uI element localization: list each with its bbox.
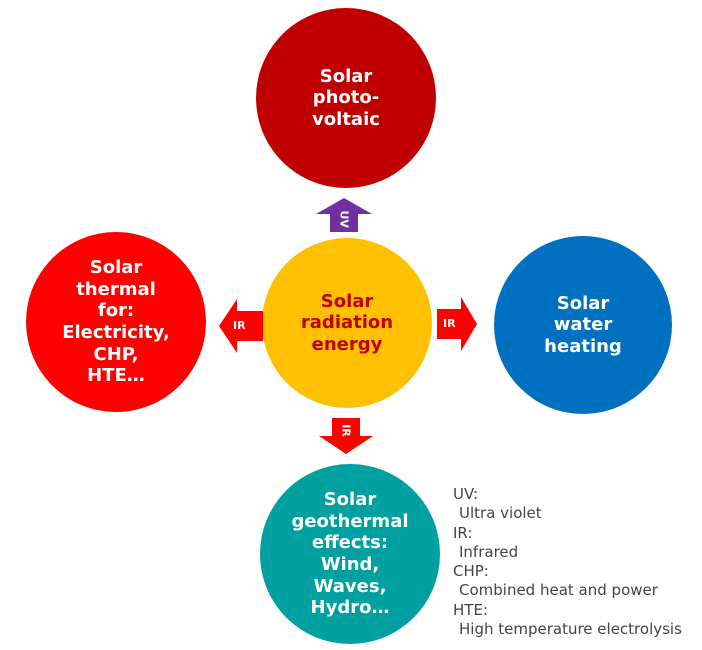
arrow-label: IR [233,319,246,332]
legend-definition: Infrared [459,542,519,561]
node-label: Solar geothermal effects: Wind, Waves, H… [291,489,409,619]
legend-definition: High temperature electrolysis [459,620,682,639]
legend-term: CHP: [453,562,489,581]
node-solar-geothermal-effects: Solar geothermal effects: Wind, Waves, H… [260,464,440,644]
legend-term: HTE: [453,600,488,619]
legend-definition: Ultra violet [459,504,542,523]
node-solar-water-heating: Solar water heating [494,236,672,414]
arrow-left-ir: IR [219,299,263,353]
abbreviation-legend: UV: Ultra violet IR: Infrared CHP: Combi… [453,485,682,639]
arrow-right-ir: IR [437,297,477,351]
arrow-label: IR [443,317,456,330]
node-label: Solar water heating [544,292,622,357]
legend-term: UV: [453,485,479,503]
arrow-label: UV [337,210,351,228]
node-label: Solar radiation energy [300,290,394,355]
node-solar-thermal: Solar thermal for: Electricity, CHP, HTE… [26,232,206,412]
node-label: Solar photo- voltaic [312,65,380,130]
node-label: Solar thermal for: Electricity, CHP, HTE… [62,257,170,387]
legend-definition: Combined heat and power [459,581,658,600]
arrow-down-ir: IR [319,418,373,454]
node-solar-radiation-energy: Solar radiation energy [262,238,432,408]
legend-term: IR: [453,523,473,542]
node-solar-photovoltaic: Solar photo- voltaic [256,8,436,188]
arrow-label: IR [339,424,353,437]
arrow-up-uv: UV [316,198,372,232]
